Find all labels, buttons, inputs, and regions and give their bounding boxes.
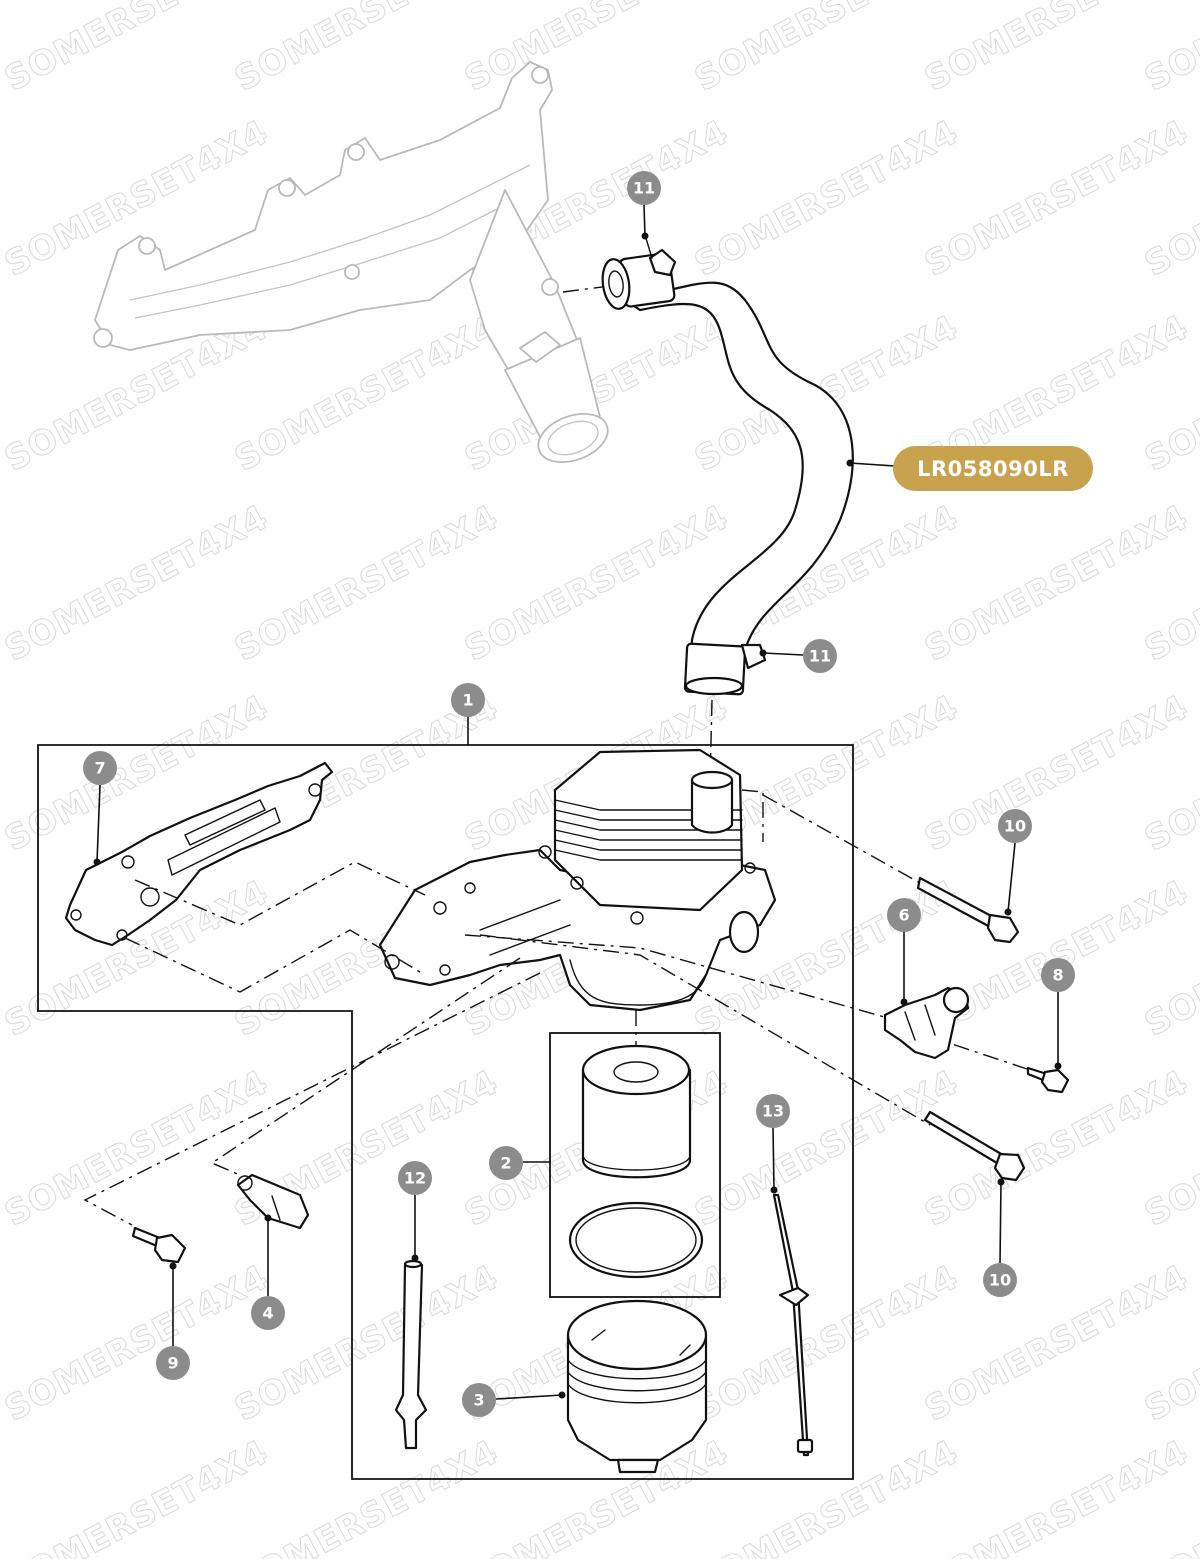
- watermark-text: SOMERSET4X4: [688, 0, 965, 100]
- svg-text:9: 9: [167, 1354, 178, 1373]
- watermark-text: SOMERSET4X4: [228, 1432, 505, 1559]
- callout-11-top[interactable]: 11: [627, 171, 661, 205]
- watermark-text: SOMERSET4X4: [918, 1432, 1195, 1559]
- callout-4[interactable]: 4: [251, 1296, 285, 1330]
- oil-filter-cap[interactable]: [566, 1299, 708, 1474]
- watermark-text: SOMERSET4X4: [0, 1432, 275, 1559]
- oil-cooler-housing[interactable]: [378, 748, 777, 1012]
- svg-text:3: 3: [473, 1391, 484, 1410]
- svg-text:2: 2: [500, 1154, 511, 1173]
- bolt-8[interactable]: [1026, 1066, 1070, 1094]
- callout-8[interactable]: 8: [1041, 958, 1075, 992]
- gasket-plate[interactable]: [64, 761, 334, 947]
- svg-text:6: 6: [898, 906, 909, 925]
- svg-text:12: 12: [404, 1169, 426, 1188]
- oil-filter-element[interactable]: [581, 1044, 692, 1179]
- coolant-hose[interactable]: [600, 234, 854, 696]
- filter-o-ring[interactable]: [568, 1201, 704, 1279]
- assembly-line: [562, 285, 611, 293]
- callout-3[interactable]: 3: [462, 1383, 496, 1417]
- svg-text:8: 8: [1052, 966, 1063, 985]
- bolt-10-bottom[interactable]: [923, 1110, 1026, 1182]
- part-number-label: LR058090LR: [917, 457, 1069, 481]
- watermark-text: SOMERSET4X4: [1138, 0, 1200, 100]
- watermark-text: SOMERSET4X4: [688, 1432, 965, 1559]
- watermark-text: SOMERSET4X4: [0, 0, 275, 100]
- dipstick-tube-12[interactable]: [394, 1259, 428, 1450]
- manifold-ghost: [93, 61, 609, 463]
- callout-13[interactable]: 13: [756, 1094, 790, 1128]
- bolt-10-top[interactable]: [916, 876, 1020, 944]
- callout-10-bottom[interactable]: 10: [983, 1263, 1017, 1297]
- filter-box: [549, 1032, 721, 1298]
- assembly-lines: [83, 789, 1031, 1226]
- watermark-text: SOMERSET4X4: [458, 0, 735, 100]
- sensor-6[interactable]: [883, 986, 970, 1060]
- callout-7[interactable]: 7: [83, 751, 117, 785]
- svg-text:13: 13: [762, 1102, 784, 1121]
- bolt-9[interactable]: [131, 1226, 187, 1264]
- group-boundary: [37, 744, 854, 1480]
- svg-text:11: 11: [633, 179, 655, 198]
- callout-10-top[interactable]: 10: [998, 809, 1032, 843]
- svg-text:7: 7: [94, 759, 105, 778]
- callout-6[interactable]: 6: [887, 898, 921, 932]
- callout-12[interactable]: 12: [398, 1161, 432, 1195]
- svg-text:4: 4: [262, 1304, 273, 1323]
- callouts: 11 11 1 7 10 6 8 2 13 12 4 9 10 3: [83, 171, 1075, 1417]
- svg-text:11: 11: [809, 647, 831, 666]
- svg-text:10: 10: [1004, 817, 1026, 836]
- sensor-4[interactable]: [236, 1173, 310, 1230]
- svg-text:10: 10: [989, 1271, 1011, 1290]
- callout-1[interactable]: 1: [451, 683, 485, 717]
- watermark-text: SOMERSET4X4: [228, 0, 505, 100]
- leaders: [93, 204, 1062, 1400]
- callout-11-bottom[interactable]: 11: [803, 639, 837, 673]
- callout-9[interactable]: 9: [156, 1346, 190, 1380]
- callout-2[interactable]: 2: [489, 1146, 523, 1180]
- sensor-wire-13[interactable]: [772, 1193, 814, 1457]
- svg-text:1: 1: [462, 691, 473, 710]
- part-number-badge[interactable]: LR058090LR: [893, 446, 1093, 491]
